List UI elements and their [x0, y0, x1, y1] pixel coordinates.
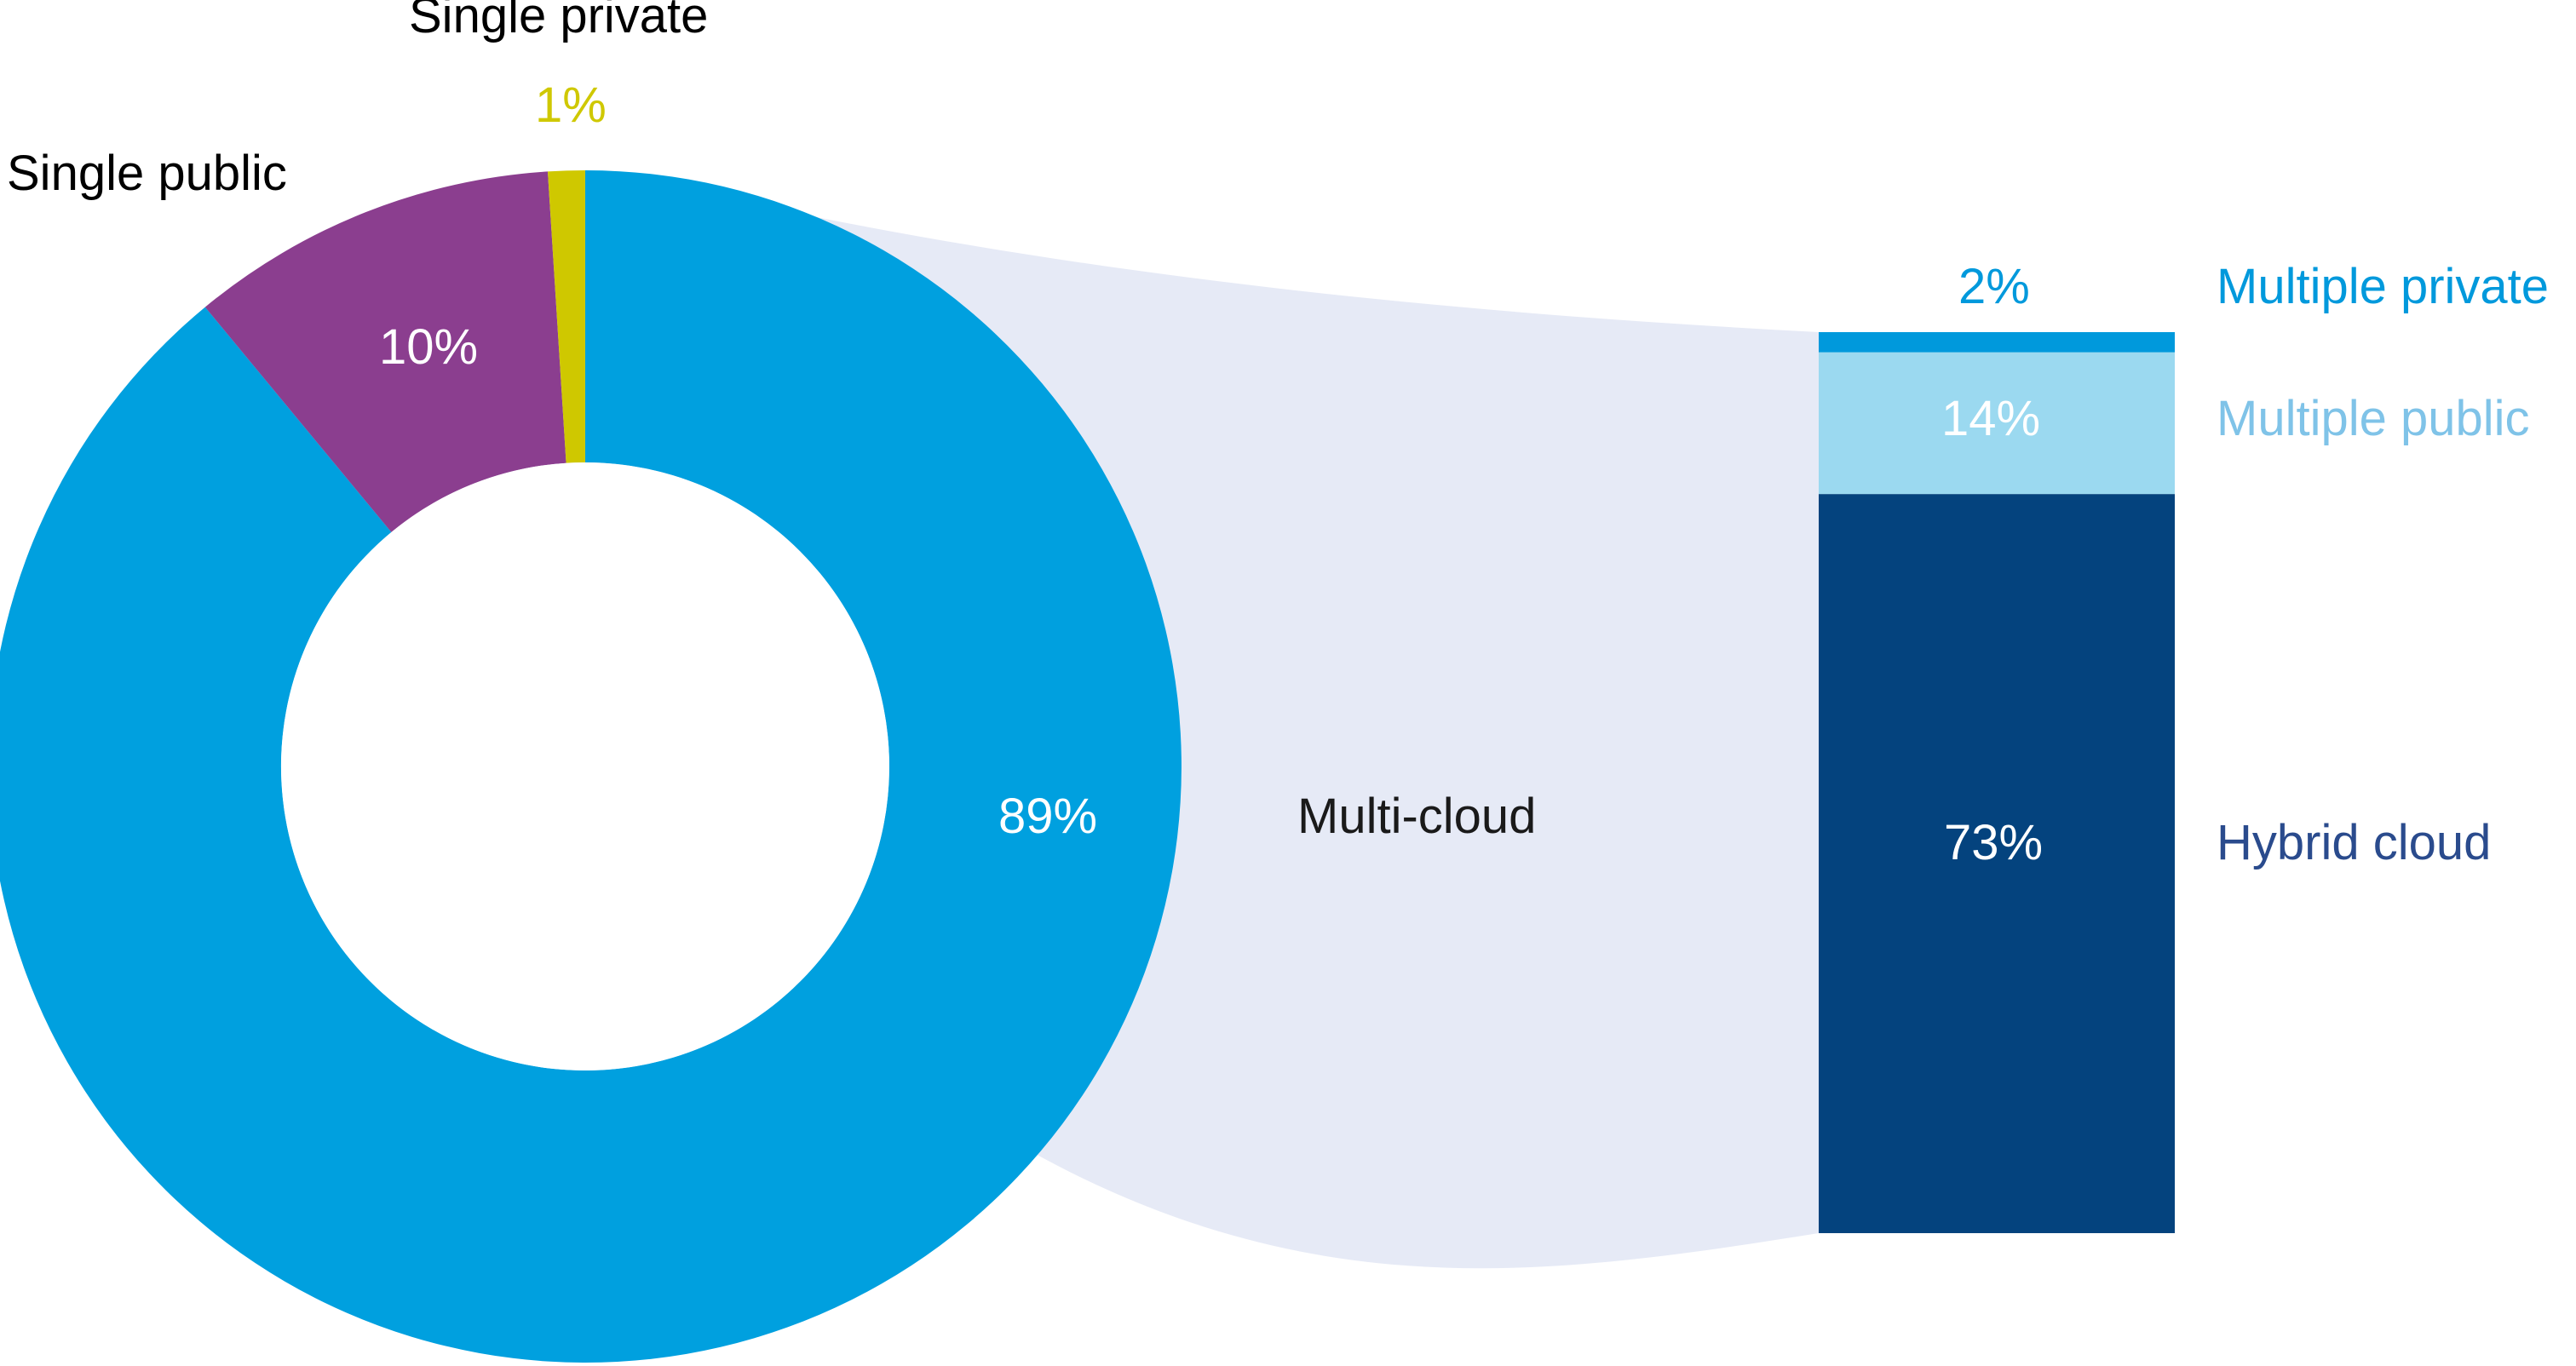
label-single-private: Single private — [409, 0, 709, 43]
label-hybrid-cloud: Hybrid cloud — [2217, 815, 2492, 870]
donut-center-hole — [281, 462, 889, 1070]
label-single-public: Single public — [7, 146, 287, 201]
percent-hybrid-cloud: 73% — [1944, 815, 2044, 870]
label-multiple-public: Multiple public — [2217, 391, 2530, 446]
label-multiple-private: Multiple private — [2217, 259, 2550, 314]
bar-segment-multiple-public[interactable] — [1819, 352, 2175, 495]
donut-chart — [0, 170, 1182, 1363]
percent-single-private: 1% — [535, 77, 607, 133]
donut-slice-single-private[interactable] — [548, 170, 585, 463]
bar-segment-hybrid-cloud[interactable] — [1819, 494, 2175, 1233]
percent-single-public: 10% — [379, 319, 479, 375]
stacked-bar-chart — [1819, 332, 2175, 1233]
percent-multi-cloud: 89% — [998, 789, 1098, 844]
label-multi-cloud: Multi-cloud — [1297, 789, 1537, 844]
donut-slice-multi-cloud[interactable] — [0, 170, 1182, 1363]
donut-slice-single-public[interactable] — [204, 171, 566, 532]
percent-multiple-private: 2% — [1958, 259, 2030, 314]
percent-multiple-public: 14% — [1941, 391, 2041, 446]
bar-segment-multiple-private[interactable] — [1819, 332, 2175, 353]
